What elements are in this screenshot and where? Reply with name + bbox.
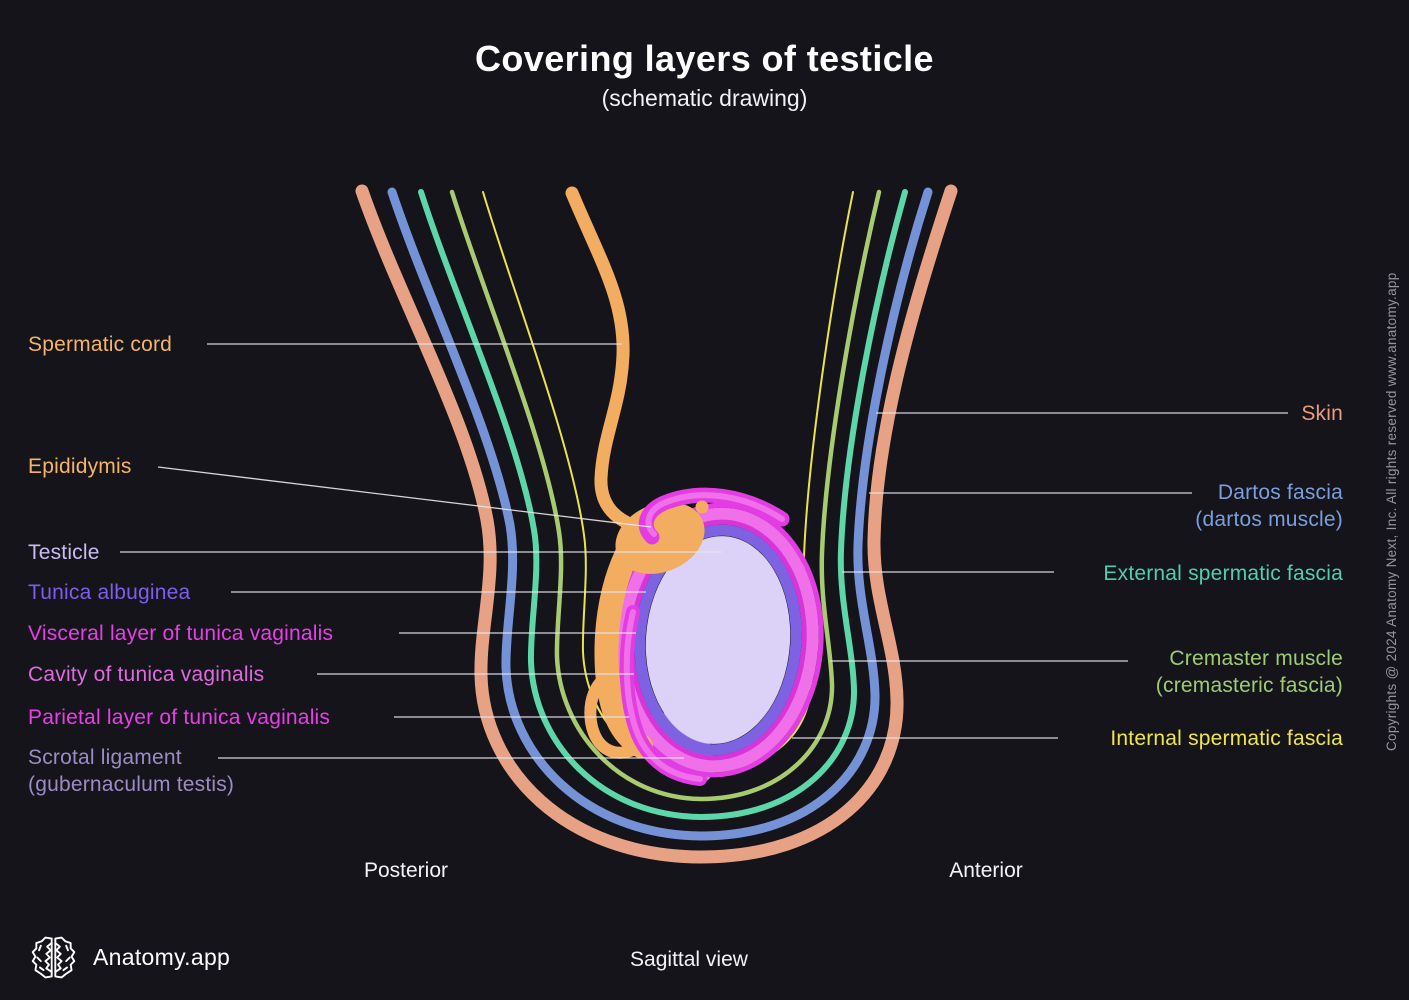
label-visceral-layer: Visceral layer of tunica vaginalis [28, 622, 334, 645]
label-cavity: Cavity of tunica vaginalis [28, 663, 265, 686]
leader-lines [120, 343, 1288, 759]
label-epididymis: Epididymis [28, 455, 132, 478]
view-label: Sagittal view [630, 948, 748, 971]
epididymis-body [594, 510, 660, 758]
branding: Anatomy.app [30, 933, 230, 982]
label-external-spermatic-fascia: External spermatic fascia [1103, 562, 1343, 585]
epididymis-tip [695, 500, 709, 514]
spermatic-cord [565, 186, 647, 535]
page-subtitle: (schematic drawing) [601, 85, 808, 111]
label-skin: Skin [1301, 402, 1343, 425]
label-scrotal-ligament: Scrotal ligament (gubernaculum testis) [28, 746, 235, 796]
layer-dartos-fascia [387, 187, 933, 841]
leader-epididymis [157, 466, 652, 528]
brain-icon [31, 936, 76, 979]
testicle-body [645, 536, 791, 744]
label-spermatic-cord: Spermatic cord [28, 333, 173, 356]
label-dartos-fascia: Dartos fascia (dartos muscle) [1195, 481, 1343, 531]
layer-skin [355, 184, 958, 864]
tunica-vaginalis-head-curl-inner [645, 492, 785, 537]
label-cremaster-muscle: Cremaster muscle (cremasteric fascia) [1155, 647, 1343, 697]
label-tunica-albuginea: Tunica albuginea [28, 581, 191, 604]
layer-external-spermatic-fascia [418, 189, 908, 821]
orientation-posterior: Posterior [363, 859, 449, 882]
tunica-albuginea-ring [634, 524, 802, 756]
brand-name: Anatomy.app [93, 944, 231, 970]
label-internal-spermatic-fascia: Internal spermatic fascia [1110, 727, 1343, 750]
label-testicle: Testicle [28, 541, 100, 564]
orientation-anterior: Anterior [949, 859, 1023, 882]
layer-cremaster-muscle [449, 189, 882, 802]
tunica-vaginalis-hook-inner [623, 609, 703, 782]
epididymis-tail [584, 670, 647, 759]
label-parietal-layer: Parietal layer of tunica vaginalis [28, 706, 331, 729]
page-title: Covering layers of testicle [475, 38, 934, 79]
copyright-text: Copyrights @ 2024 Anatomy Next, Inc. All… [1384, 272, 1399, 752]
